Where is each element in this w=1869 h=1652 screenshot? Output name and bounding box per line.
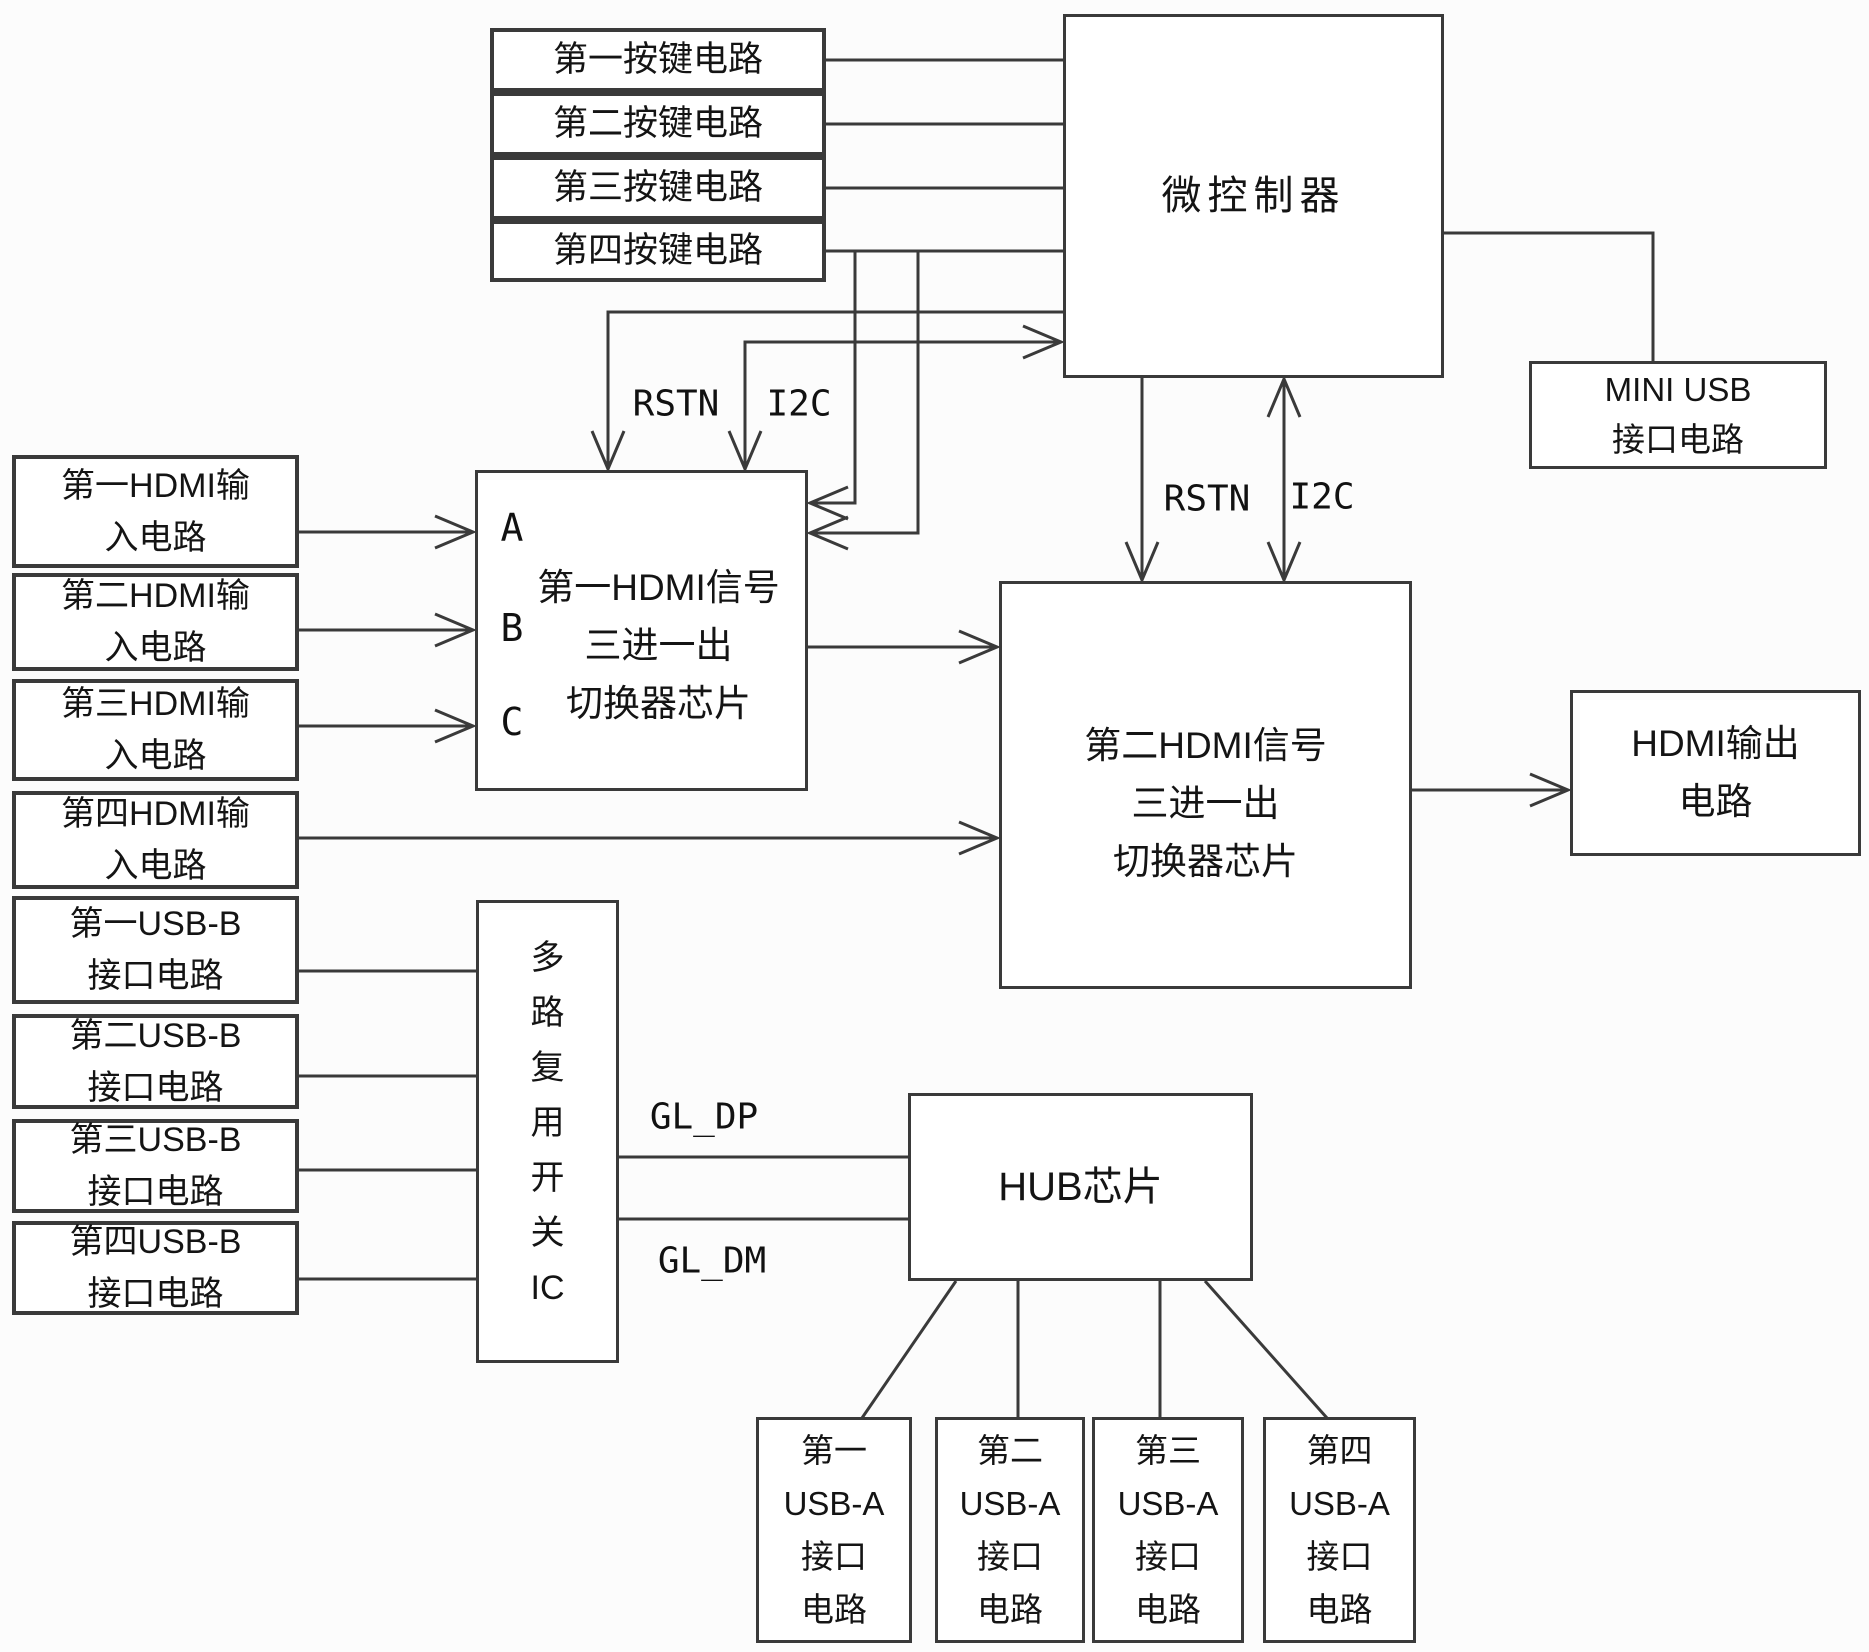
box-key-circuit-3: 第三按键电路 bbox=[490, 156, 826, 220]
box-hdmi-switcher-chip-1: 第一HDMI信号 三进一出 切换器芯片 bbox=[475, 470, 808, 791]
box-hdmi-input-1: 第一HDMI输 入电路 bbox=[12, 455, 299, 568]
line-mcu-i2c-to-switcher1 bbox=[743, 340, 1059, 467]
box-usb-b-interface-2: 第二USB-B 接口电路 bbox=[12, 1014, 299, 1109]
box-hub-chip: HUB芯片 bbox=[908, 1093, 1253, 1281]
box-hdmi-input-3: 第三HDMI输 入电路 bbox=[12, 679, 299, 781]
box-usb-b-interface-3: 第三USB-B 接口电路 bbox=[12, 1119, 299, 1213]
box-hdmi-input-2: 第二HDMI输 入电路 bbox=[12, 573, 299, 671]
box-usb-a-interface-4: 第四 USB-A 接口 电路 bbox=[1263, 1417, 1416, 1643]
label-rstn-switcher2: RSTN bbox=[1163, 478, 1251, 520]
box-usb-a-interface-2: 第二 USB-A 接口 电路 bbox=[935, 1417, 1085, 1643]
box-key-circuit-4: 第四按键电路 bbox=[490, 220, 826, 282]
box-hdmi-input-4: 第四HDMI输 入电路 bbox=[12, 791, 299, 889]
box-key-circuit-1: 第一按键电路 bbox=[490, 28, 826, 92]
label-port-c: C bbox=[500, 700, 524, 744]
box-usb-a-interface-3: 第三 USB-A 接口 电路 bbox=[1092, 1417, 1244, 1643]
label-port-a: A bbox=[500, 506, 524, 550]
box-mini-usb-interface: MINI USB 接口电路 bbox=[1529, 361, 1827, 469]
label-i2c-switcher2: I2C bbox=[1289, 476, 1355, 518]
box-hdmi-switcher-chip-2: 第二HDMI信号 三进一出 切换器芯片 bbox=[999, 581, 1412, 989]
line-hub-to-usba4 bbox=[1203, 1280, 1329, 1419]
box-usb-a-interface-1: 第一 USB-A 接口 电路 bbox=[756, 1417, 912, 1643]
label-gl-dm: GL_DM bbox=[657, 1240, 767, 1282]
label-gl-dp: GL_DP bbox=[649, 1096, 759, 1138]
box-hdmi-output: HDMI输出 电路 bbox=[1570, 690, 1861, 856]
line-ctrl1-to-switcher1 bbox=[813, 251, 857, 505]
label-rstn-switcher1: RSTN bbox=[632, 383, 720, 425]
box-usb-b-interface-1: 第一USB-B 接口电路 bbox=[12, 896, 299, 1004]
label-i2c-switcher1: I2C bbox=[766, 383, 832, 425]
line-mcu-rstn-to-switcher1 bbox=[606, 310, 1063, 467]
box-microcontroller: 微控制器 bbox=[1063, 14, 1444, 378]
label-port-b: B bbox=[500, 606, 524, 650]
line-mcu-to-mini-usb bbox=[1444, 231, 1655, 361]
box-usb-b-interface-4: 第四USB-B 接口电路 bbox=[12, 1221, 299, 1315]
line-hub-to-usba1 bbox=[860, 1280, 958, 1419]
line-ctrl2-to-switcher1 bbox=[813, 251, 920, 535]
box-multiplex-switch-ic: 多 路 复 用 开 关 IC bbox=[476, 900, 619, 1363]
box-key-circuit-2: 第二按键电路 bbox=[490, 92, 826, 156]
